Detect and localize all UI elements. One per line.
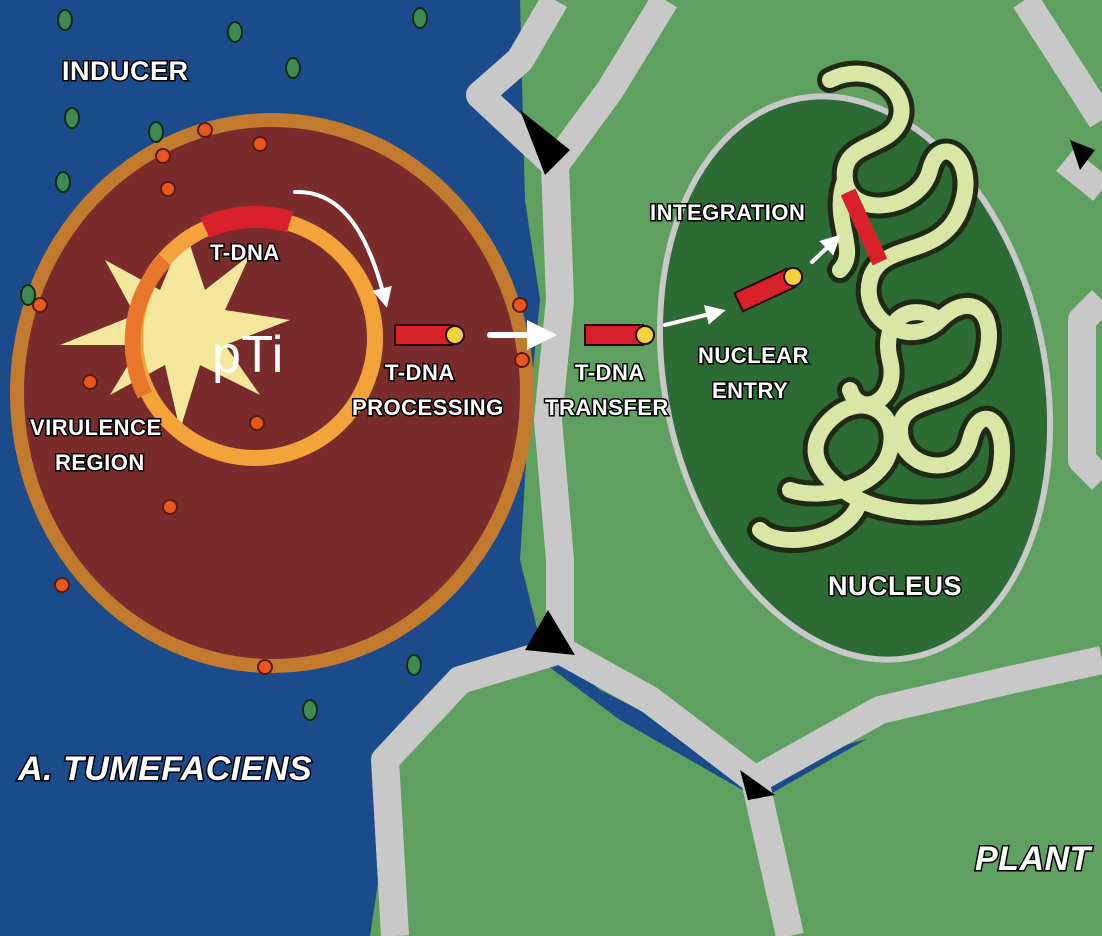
receptor-dot (198, 123, 212, 137)
inducer-label: INDUCER (62, 56, 189, 86)
inducer-molecule (303, 700, 317, 720)
receptor-dot (250, 416, 264, 430)
bacterium-body (24, 127, 520, 659)
receptor-dot (163, 500, 177, 514)
nuclear-entry-label-line2: ENTRY (712, 378, 788, 403)
t-dna-transfer-label-line1: T-DNA (575, 360, 645, 385)
t-dna-tip (636, 326, 654, 344)
inducer-molecule (286, 58, 300, 78)
a-tumefaciens-label: A. TUMEFACIENS (17, 750, 312, 788)
inducer-molecule (149, 122, 163, 142)
receptor-dot (55, 578, 69, 592)
inducer-molecule (21, 285, 35, 305)
inducer-molecule (413, 8, 427, 28)
receptor-dot (83, 375, 97, 389)
t-dna-tip (446, 326, 464, 344)
pti-label: pTi (212, 326, 284, 384)
processed-t-dna (395, 325, 464, 345)
inducer-molecule (65, 108, 79, 128)
t-dna-processing-label-line1: T-DNA (385, 360, 455, 385)
t-dna-transfer-label-line2: TRANSFER (545, 395, 669, 420)
receptor-dot (161, 182, 175, 196)
transferred-t-dna (585, 325, 654, 345)
plant-label: PLANT (975, 840, 1094, 878)
nucleus-label: NUCLEUS (828, 571, 962, 601)
t-dna-strand (585, 325, 643, 345)
nuclear-entry-label-line1: NUCLEAR (698, 343, 809, 368)
receptor-dot (253, 137, 267, 151)
t-dna-label: T-DNA (210, 240, 280, 265)
inducer-molecule (58, 10, 72, 30)
inducer-molecule (228, 22, 242, 42)
receptor-dot (156, 149, 170, 163)
virulence-region-label-line1: VIRULENCE (30, 415, 162, 440)
inducer-molecule (407, 655, 421, 675)
virulence-region-label-line2: REGION (55, 450, 145, 475)
t-dna-processing-label-line2: PROCESSING (352, 395, 504, 420)
bacterium (10, 113, 534, 673)
t-dna-segment (205, 217, 290, 228)
receptor-dot (515, 353, 529, 367)
receptor-dot (513, 298, 527, 312)
t-dna-strand (395, 325, 453, 345)
inducer-molecule (56, 172, 70, 192)
receptor-dot (258, 660, 272, 674)
integration-label: INTEGRATION (650, 200, 805, 225)
